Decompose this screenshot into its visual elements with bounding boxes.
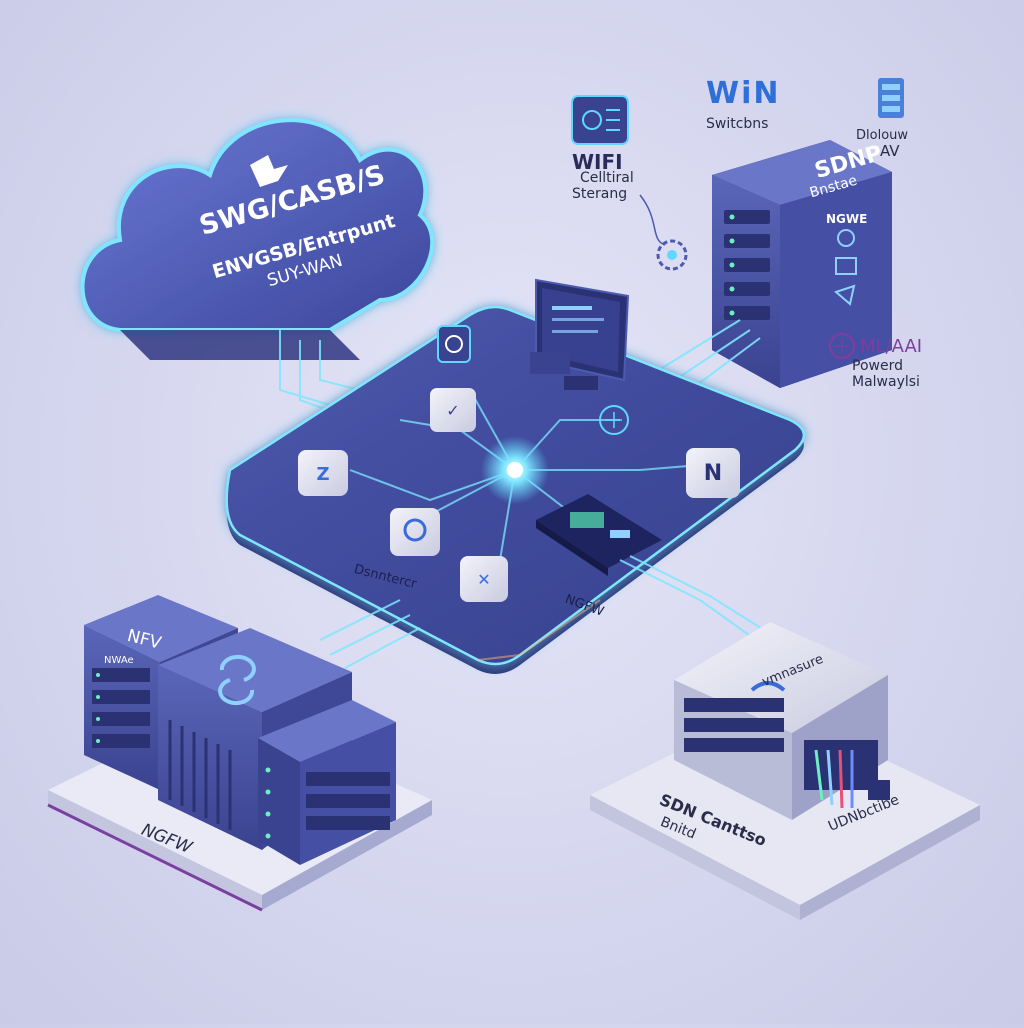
svg-text:N: N	[704, 461, 722, 486]
server-rack-lights	[724, 210, 770, 320]
rack-server	[258, 700, 396, 865]
device-cube-center	[390, 508, 440, 556]
wifi-title: WIFI	[572, 150, 623, 174]
ml-line2: Malwaylsi	[852, 374, 920, 390]
device-cube-bottom: ✕	[460, 556, 508, 602]
platform-edge-glow	[477, 599, 601, 661]
flag-icon	[834, 284, 856, 306]
ml-title: ML/AAI	[860, 336, 923, 357]
wifi-line2: Sterang	[572, 186, 628, 202]
svg-text:✕: ✕	[477, 570, 490, 589]
tower-panel-label: NGWE	[826, 212, 868, 226]
sdn-server-tower	[712, 140, 892, 388]
wifi-line1: Celltiral	[580, 170, 634, 186]
device-cube-right: N	[686, 448, 740, 498]
cloud-icon	[80, 118, 435, 360]
sync-icon	[218, 654, 256, 706]
cloud-logo-icon	[250, 155, 288, 187]
nfv-small-label: NWAe	[104, 655, 134, 666]
wifi-panel-icon	[571, 95, 629, 145]
wifi-connector	[639, 194, 666, 246]
device-cube-left: Z	[298, 450, 348, 496]
brain-chip-icon	[599, 405, 629, 435]
hub-core	[507, 462, 523, 478]
switch-label: Switcbns	[706, 116, 769, 132]
ngfw-connections	[319, 599, 421, 669]
ml-line1: Powerd	[852, 358, 903, 374]
sdn-controller-box	[674, 622, 890, 820]
svg-text:✓: ✓	[446, 401, 459, 420]
device-cube-top: ✓	[430, 325, 476, 432]
circuit-board-icon	[536, 494, 662, 576]
gear-icon	[656, 239, 688, 271]
board-connections	[619, 555, 781, 651]
av-server-icon	[878, 78, 904, 118]
monitor-icon	[530, 278, 630, 390]
clock-icon	[837, 229, 855, 247]
server-panel-icons	[834, 229, 857, 306]
switch-logo: WiN	[706, 76, 781, 111]
ml-icon	[828, 332, 856, 360]
svg-text:Z: Z	[316, 464, 329, 485]
brand-logo-icon	[750, 681, 786, 692]
av-line1: Dlolouw	[856, 128, 909, 143]
av-line2: AV	[880, 142, 900, 160]
document-icon	[835, 257, 857, 275]
